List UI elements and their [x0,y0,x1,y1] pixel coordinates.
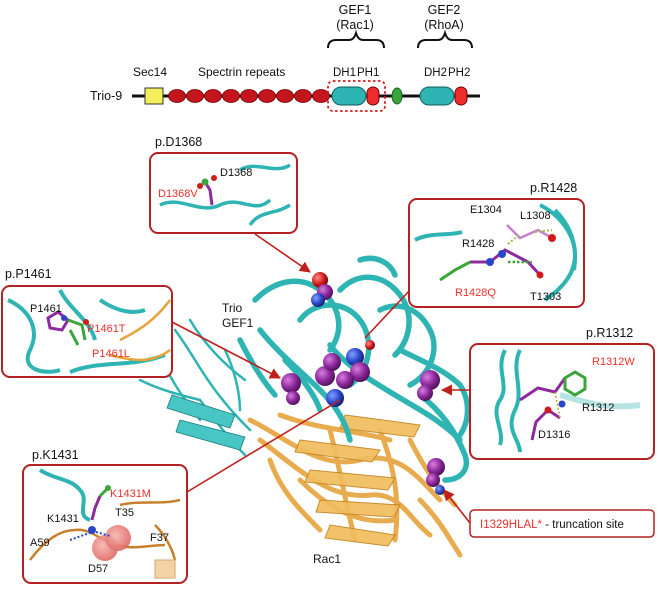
truncation-box: I1329HLAL* - truncation site [469,509,655,538]
p1461-mut1-label: P1461T [87,323,126,335]
l1308-label: L1308 [520,210,551,222]
panel-d1368: p.D1368 D1368 D1368V [149,135,298,234]
d1368-spheres [311,272,333,307]
gef1-subtitle: (Rac1) [336,18,374,32]
gef1-title: GEF1 [339,3,372,17]
central-spheres [281,340,445,495]
truncation-desc-label: - truncation site [542,519,624,531]
t1303-label: T1303 [530,291,561,303]
trio-label: Trio [222,301,243,315]
r1312-wt-label: R1312 [582,402,614,414]
p1461-mut2-label: P1461L [92,348,130,360]
rac1-label: Rac1 [313,552,341,566]
f37-label: F37 [150,532,169,544]
ph2-domain [454,86,468,106]
r1428-mut-label: R1428Q [455,287,496,299]
panel-p1461: p.P1461 P1461 P1461T P1461L [1,267,173,378]
svg-text:I1329HLAL* - truncation site: I1329HLAL* - truncation site [480,519,624,531]
gef2-title: GEF2 [428,3,461,17]
k1431-mut-label: K1431M [110,488,151,500]
panel-r1428: p.R1428 E1304 L1308 R1428 R1428Q T1303 [408,181,585,308]
dh2-label: DH2 [424,67,447,79]
d1316-label: D1316 [538,429,570,441]
truncation-variant-label: I1329HLAL* [480,519,543,531]
protein-name: Trio-9 [90,89,122,103]
sec14-domain [144,87,164,105]
panel-r1312: p.R1312 R1312W R1312 D1316 [469,326,655,460]
a59-label: A59 [30,537,50,549]
r1428-label: R1428 [462,238,494,250]
panel-k1431: p.K1431 K1431M K1431 T35 A59 F37 D57 [22,448,188,584]
d57-label: D57 [88,563,108,575]
ph1-label: PH1 [357,67,379,79]
panel-k1431-title: p.K1431 [32,448,79,462]
ph2-label: PH2 [448,67,470,79]
gef1-dotted-box [327,80,386,112]
k1431-wt-label: K1431 [47,513,79,525]
spectrin-repeats [168,89,330,103]
spectrin-label: Spectrin repeats [198,65,285,79]
central-structure: Rac1 Trio GEF1 [138,255,471,566]
domain-schematic: GEF1 (Rac1) GEF2 (RhoA) Sec14 Spectrin r… [90,3,480,112]
panel-r1428-title: p.R1428 [530,181,577,195]
gef2-brace [417,29,473,49]
panel-p1461-title: p.P1461 [5,267,52,281]
t35-label: T35 [115,507,134,519]
d1368-mut-label: D1368V [158,188,198,200]
p1461-wt-label: P1461 [30,303,62,315]
ph1-domain [366,86,380,106]
gef2-subtitle: (RhoA) [424,18,464,32]
dh2-domain [419,86,455,106]
sec14-label: Sec14 [133,65,167,79]
panel-d1368-title: p.D1368 [155,135,202,149]
dh1-label: DH1 [333,67,356,79]
connector-arrows [171,233,471,524]
gef1-label: GEF1 [222,316,254,330]
d1368-wt-label: D1368 [220,167,252,179]
dh1-domain [331,86,367,106]
e1304-label: E1304 [470,204,502,216]
r1312-mut-label: R1312W [592,356,635,368]
sh3-domain [391,87,403,105]
panel-r1312-title: p.R1312 [586,326,633,340]
gef1-brace [327,29,385,49]
